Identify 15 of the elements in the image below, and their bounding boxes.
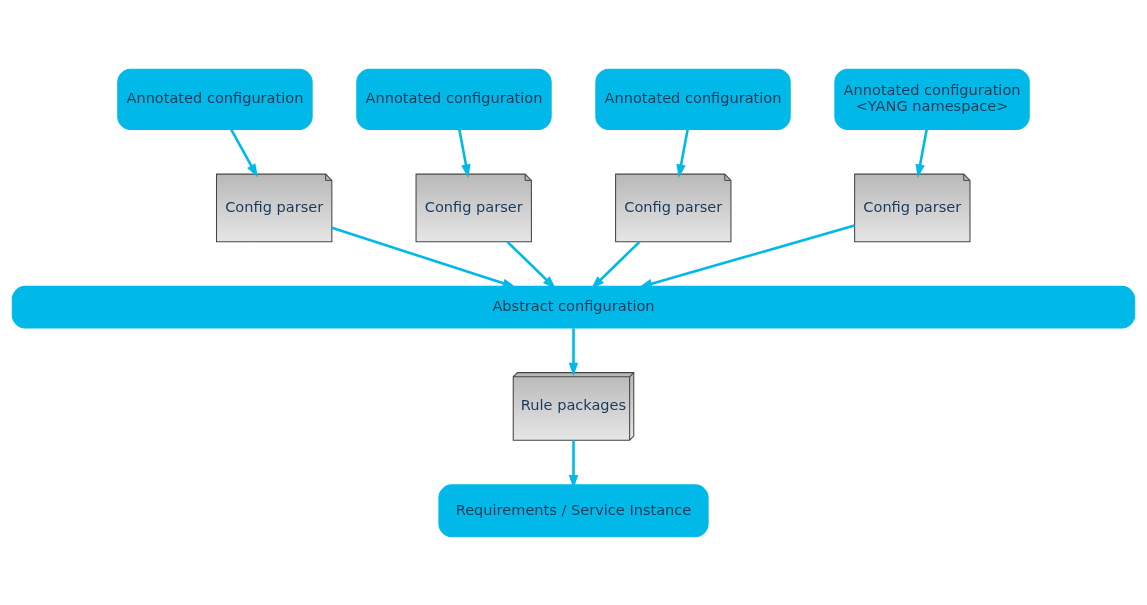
- arrow: [568, 327, 579, 376]
- node-box: Annotated configuration: [356, 68, 552, 130]
- arrow: [331, 225, 517, 288]
- arrow: [638, 223, 855, 288]
- node-box: Annotated configuration: [117, 68, 313, 130]
- arrow: [915, 128, 928, 178]
- arrow: [676, 128, 689, 178]
- arrow: [591, 240, 641, 289]
- arrow: [458, 128, 471, 178]
- arrow: [230, 128, 258, 177]
- arrow: [506, 240, 556, 289]
- node-box: Annotated configuration: [595, 68, 791, 130]
- node-box: Abstract configuration: [11, 285, 1136, 328]
- node-box: Annotated configuration <YANG namespace>: [834, 68, 1030, 130]
- node-box: Requirements / Service Instance: [438, 483, 709, 537]
